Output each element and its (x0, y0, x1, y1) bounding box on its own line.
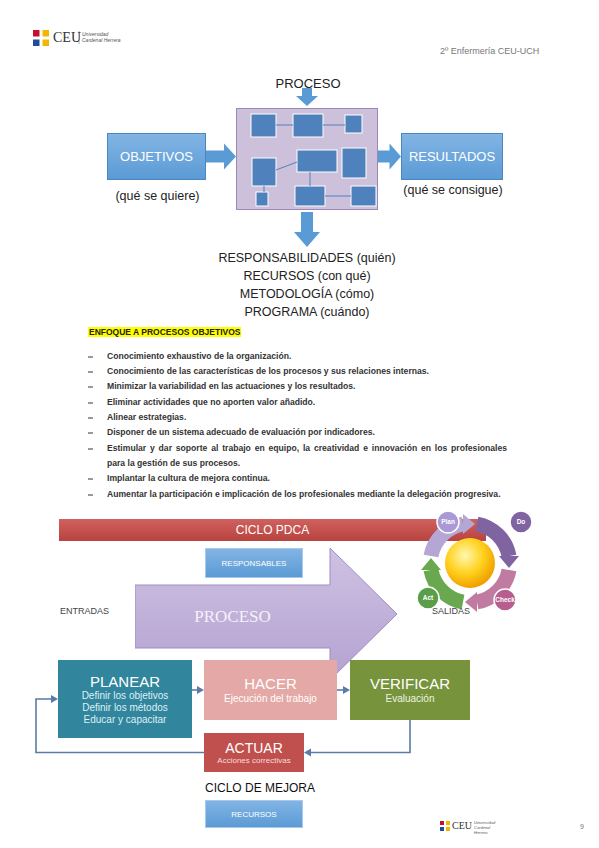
node-text: (qué se consigue) (377, 183, 529, 197)
logo-subtitle: Universidad Cardenal Herrera (82, 31, 124, 43)
recursos-box: RECURSOS (205, 800, 303, 828)
node-title: OBJETIVOS (120, 149, 193, 164)
node-text: Evaluación (386, 693, 435, 705)
bullet-item: Conocimiento de las características de l… (107, 364, 507, 379)
process-attribute: RESPONSABILIDADES (quién) (157, 251, 457, 265)
node-text: Definir los métodos (82, 702, 168, 714)
connector-line (311, 720, 410, 753)
connector (304, 720, 410, 757)
process-attribute: RECURSOS (con qué) (157, 269, 457, 283)
responsables-box: RESPONSABLES (205, 548, 303, 578)
process-attribute: METODOLOGÍA (cómo) (157, 287, 457, 301)
arrow-head (343, 686, 350, 694)
act-box: ACTUARAcciones correctivas (204, 733, 304, 772)
node-text: (qué se quiere) (83, 189, 232, 203)
block-arrow (378, 144, 401, 170)
connector (206, 144, 236, 170)
arrow-head (304, 749, 311, 757)
bullet-item: Aumentar la participación e implicación … (107, 487, 507, 502)
block-arrow (206, 144, 236, 170)
pdca-step: Check (490, 596, 520, 603)
node-title: PROCESO (237, 76, 379, 91)
page-number: 9 (580, 823, 584, 830)
pdca-step: Act (413, 594, 443, 601)
pdca-step: Plan (433, 518, 463, 525)
connector-line (192, 689, 197, 691)
logo-text: CEU (452, 820, 472, 831)
node-title: RESPONSABLES (222, 559, 287, 568)
flow-label: ENTRADAS (60, 606, 109, 616)
arrow-head (51, 695, 58, 703)
node-text: Educar y capacitar (84, 714, 167, 726)
bullet-item: Eliminar actividades que no aporten valo… (107, 395, 507, 410)
connector (337, 686, 350, 694)
process-box: PROCESO (236, 108, 378, 210)
do-box: HACEREjecución del trabajo (204, 660, 337, 720)
pdca-band: CICLO PDCA (59, 519, 486, 541)
node-title: VERIFICAR (370, 675, 450, 693)
result-box: RESULTADOS(qué se consigue) (401, 133, 503, 180)
course-header: 2º Enfermería CEU-UCH (440, 46, 539, 56)
arrow-head (197, 686, 204, 694)
pdca-step: Do (506, 518, 536, 525)
bullet-item: Minimizar la variabilidad en las actuaci… (107, 379, 507, 394)
node-text: Acciones correctivas (217, 756, 290, 766)
bullet-item: Estimular y dar soporte al trabajo en eq… (107, 441, 507, 471)
objective-box: OBJETIVOS(qué se quiere) (107, 133, 206, 180)
connector (378, 144, 401, 170)
node-title: PLANEAR (90, 673, 160, 690)
check-box: VERIFICAREvaluación (350, 660, 470, 720)
node-title: HACER (244, 675, 297, 693)
section-heading: ENFOQUE A PROCESOS OBJETIVOS (88, 327, 241, 337)
node-title: ACTUAR (225, 740, 283, 756)
connector (192, 686, 204, 694)
logo-subtitle: Universidad Cardenal Herrera (474, 820, 504, 835)
footer-logo (440, 821, 450, 831)
logo-text: CEU (53, 30, 81, 46)
node-title: RECURSOS (231, 810, 276, 819)
bullet-item: Disponer de un sistema adecuado de evalu… (107, 425, 507, 440)
bullet-item: Conocimiento exhaustivo de la organizaci… (107, 349, 507, 364)
plan-box: PLANEARDefinir los objetivosDefinir los … (58, 660, 192, 738)
node-title: PROCESO (135, 585, 330, 648)
bullet-item: Implantar la cultura de mejora continua. (107, 471, 507, 486)
flow-label: SALIDAS (432, 606, 470, 616)
down-arrow (294, 212, 320, 247)
process-attribute: PROGRAMA (cuándo) (157, 305, 457, 319)
bullet-item: Alinear estrategias. (107, 410, 507, 425)
node-text: Definir los objetivos (82, 690, 169, 702)
node-title: CICLO PDCA (236, 523, 309, 537)
node-text: Ejecución del trabajo (224, 693, 317, 705)
node-title: RESULTADOS (409, 149, 495, 164)
cycle-caption: CICLO DE MEJORA (205, 781, 315, 795)
connector-line (337, 689, 343, 691)
bullet-dashes (88, 357, 93, 495)
